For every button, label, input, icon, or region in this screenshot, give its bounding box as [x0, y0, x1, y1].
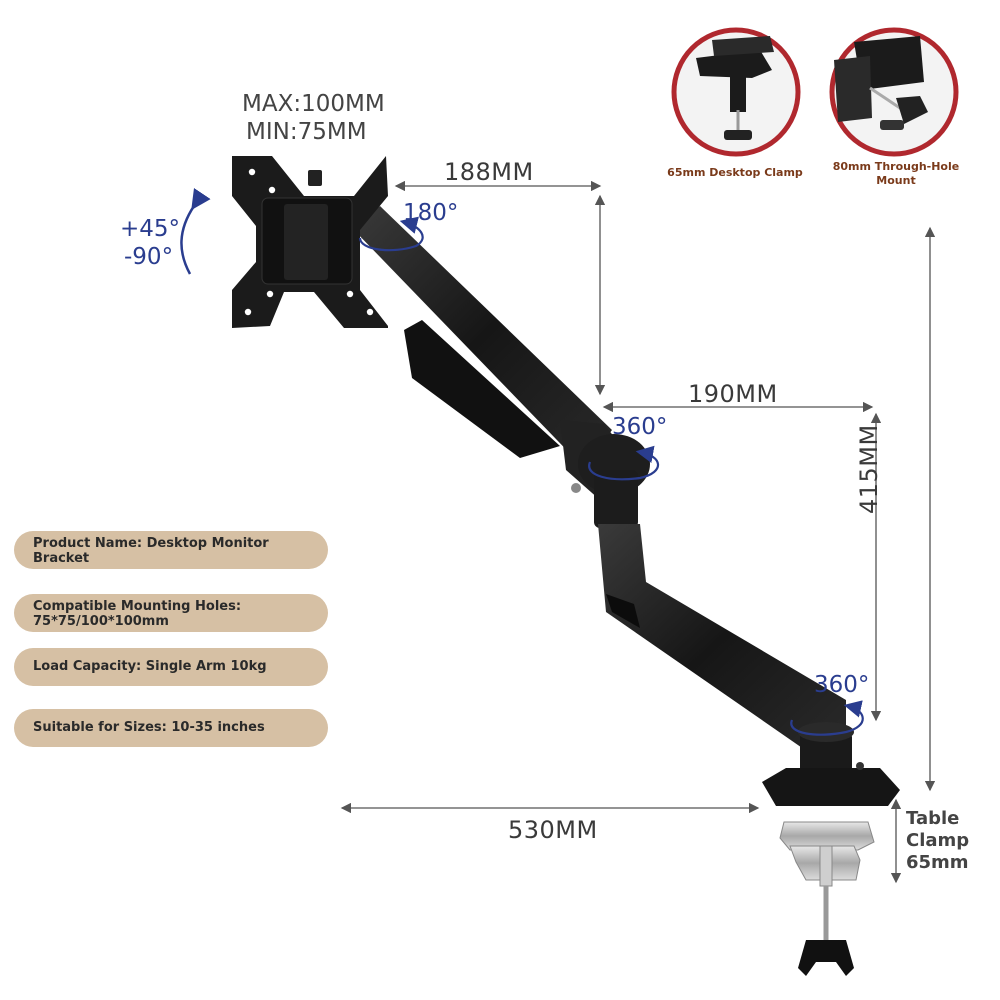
- height-dimension: 415MM: [855, 424, 883, 514]
- head-rotation-label: 180°: [403, 200, 459, 226]
- spec-mounting-holes: Compatible Mounting Holes: 75*75/100*100…: [14, 594, 328, 632]
- spec-mounting-holes-line1: Compatible Mounting Holes:: [33, 599, 242, 614]
- desktop-clamp-caption: 65mm Desktop Clamp: [667, 166, 803, 179]
- clamp-label-line-2: Clamp: [906, 830, 970, 851]
- lower-arm-dimension: 190MM: [688, 380, 778, 408]
- spec-mounting-holes-line2: 75*75/100*100mm: [33, 614, 169, 629]
- inset-desktop-clamp: [671, 27, 801, 157]
- spec-load-capacity-line1: Load Capacity: Single Arm 10kg: [33, 659, 267, 674]
- clamp-label-line-3: 65mm: [906, 852, 969, 873]
- base-mount: [762, 722, 900, 806]
- lower-arm: [598, 524, 846, 752]
- tilt-arrow-icon: [180, 187, 211, 275]
- upper-arm-dimension: 188MM: [444, 158, 534, 186]
- spec-suitable-sizes: Suitable for Sizes: 10-35 inches: [14, 709, 328, 747]
- total-reach-dimension: 530MM: [508, 816, 598, 844]
- tilt-down-label: -90°: [124, 244, 174, 270]
- vesa-min-label: MIN:75MM: [246, 119, 367, 145]
- base-rotation-label: 360°: [814, 672, 870, 698]
- spec-load-capacity: Load Capacity: Single Arm 10kg: [14, 648, 328, 686]
- table-clamp-label: Table Clamp 65mm: [906, 808, 969, 874]
- dimension-lines: [340, 180, 936, 884]
- through-hole-caption: 80mm Through-Hole Mount: [832, 160, 960, 187]
- spec-suitable-sizes-line1: Suitable for Sizes: 10-35 inches: [33, 720, 265, 735]
- elbow-rotation-label: 360°: [612, 414, 668, 440]
- tilt-up-label: +45°: [120, 216, 181, 242]
- rotation-arcs: [358, 216, 864, 736]
- inset-through-hole: [829, 27, 959, 157]
- spec-product-name-line2: Bracket: [33, 551, 90, 566]
- vesa-plate: [232, 156, 388, 328]
- vesa-max-label: MAX:100MM: [242, 91, 385, 117]
- clamp-label-line-1: Table: [906, 808, 960, 829]
- spec-product-name: Product Name: Desktop Monitor Bracket: [14, 531, 328, 569]
- table-clamp-icon: [779, 821, 875, 976]
- spec-product-name-line1: Product Name: Desktop Monitor: [33, 536, 269, 551]
